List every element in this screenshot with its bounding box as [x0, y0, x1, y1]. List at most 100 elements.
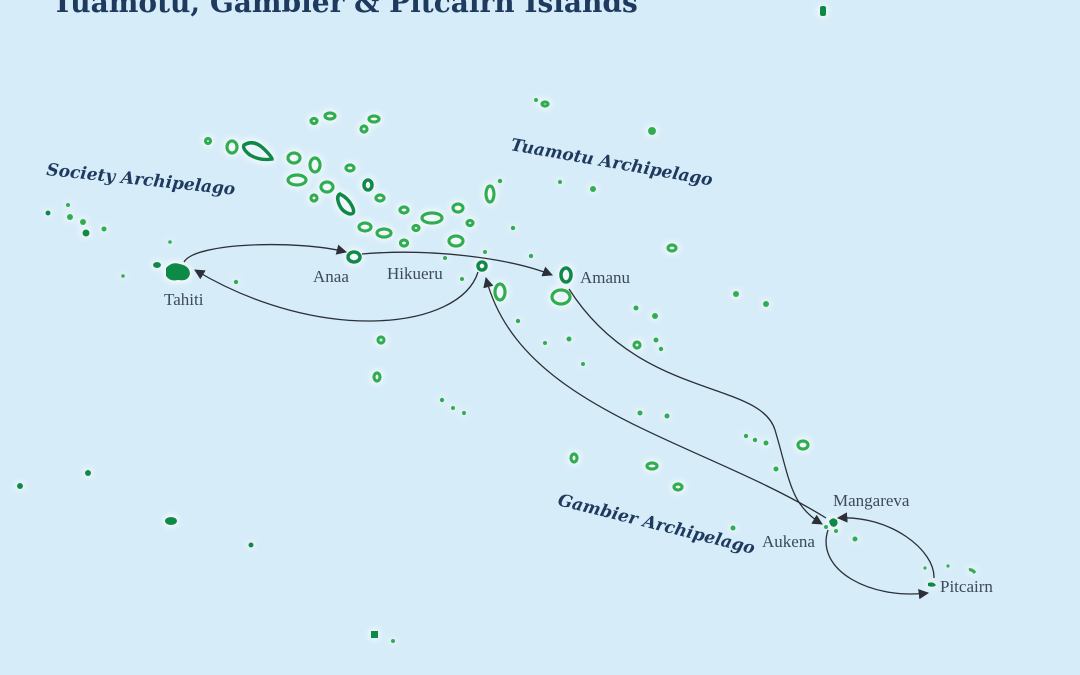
islet: [528, 253, 534, 259]
atoll: [335, 191, 356, 216]
atoll: [569, 452, 579, 464]
islet: [165, 517, 177, 525]
atoll: [447, 234, 465, 248]
islet: [733, 291, 739, 297]
atoll: [666, 243, 678, 253]
atoll-amanu: [559, 266, 573, 284]
label-pitcairn: Pitcairn: [940, 577, 993, 596]
atoll: [309, 116, 319, 126]
islet: [510, 225, 516, 231]
islet: [653, 337, 659, 343]
atoll: [357, 221, 373, 233]
outer-islets: [17, 470, 395, 643]
atoll: [493, 282, 507, 302]
atoll: [420, 211, 444, 225]
atoll: [344, 163, 356, 173]
atoll: [411, 223, 421, 233]
islet: [17, 483, 23, 489]
islet: [558, 180, 562, 184]
atoll: [359, 124, 369, 134]
islet: [664, 413, 670, 419]
label-aukena: Aukena: [762, 532, 815, 551]
islet: [763, 301, 769, 307]
atoll: [362, 178, 374, 192]
islet: [743, 433, 749, 439]
islet: [439, 397, 445, 403]
route-aukena-pitcairn: [825, 529, 930, 600]
atoll: [375, 227, 393, 239]
atoll: [632, 340, 642, 350]
society-islands: [45, 203, 239, 285]
atoll: [241, 140, 274, 162]
atoll: [796, 439, 810, 451]
atoll: [451, 202, 465, 214]
route-amanu-aukena: [568, 288, 823, 525]
islet: [633, 305, 639, 311]
atoll: [376, 335, 386, 345]
atoll: [308, 156, 322, 174]
islet: [168, 240, 172, 244]
atoll-hikueru: [476, 260, 488, 272]
islet: [451, 406, 455, 410]
atoll: [540, 100, 550, 108]
islet: [80, 219, 86, 225]
islet: [652, 313, 658, 319]
label-tahiti: Tahiti: [164, 290, 204, 309]
aukena-island: [824, 525, 828, 529]
islet: [101, 226, 107, 232]
route-mangareva-hikueru: [483, 276, 827, 519]
islet: [483, 250, 487, 254]
atoll: [645, 461, 659, 471]
islet: [543, 341, 547, 345]
islet: [648, 127, 656, 135]
atoll-anaa: [346, 250, 362, 264]
gambier-pitcairn-islands: [824, 518, 977, 587]
atoll: [323, 111, 337, 121]
atoll: [550, 288, 572, 306]
atoll: [367, 114, 381, 124]
map-title: Tuamotu, Gambier & Pitcairn Islands: [52, 0, 638, 19]
islet: [752, 437, 758, 443]
atoll: [484, 184, 496, 204]
atoll: [372, 371, 382, 383]
atoll: [374, 193, 386, 203]
label-mangareva: Mangareva: [833, 491, 910, 510]
atoll: [203, 136, 213, 146]
route-lines: [183, 243, 935, 600]
route-hikueru-tahiti: [194, 269, 479, 322]
mangareva-island: [829, 518, 838, 527]
islet: [391, 639, 395, 643]
islet: [566, 336, 572, 342]
islet: [773, 466, 779, 472]
islet: [460, 277, 464, 281]
islet: [371, 631, 378, 638]
tahiti-island: [166, 263, 190, 281]
atoll: [286, 173, 308, 187]
islet: [462, 411, 466, 415]
pitcairn-island: [928, 582, 936, 587]
atoll: [319, 180, 335, 194]
islands-layer: [17, 6, 977, 643]
route-tahiti-anaa: [183, 243, 348, 263]
islet: [581, 362, 585, 366]
atoll: [465, 218, 475, 228]
label-hikueru: Hikueru: [387, 264, 443, 283]
label-anaa: Anaa: [313, 267, 349, 286]
islet: [730, 525, 736, 531]
islet: [497, 178, 503, 184]
islet: [968, 568, 977, 575]
islet: [443, 256, 447, 260]
islet: [45, 210, 51, 216]
atoll: [398, 238, 410, 248]
atoll: [225, 139, 239, 155]
islet: [946, 564, 950, 568]
islet: [763, 440, 769, 446]
moorea-island: [153, 262, 161, 268]
islet: [923, 566, 927, 570]
atoll: [672, 482, 684, 492]
islet: [658, 346, 664, 352]
islet: [121, 274, 125, 278]
islet: [820, 6, 826, 16]
route-anaa-amanu: [361, 251, 553, 277]
